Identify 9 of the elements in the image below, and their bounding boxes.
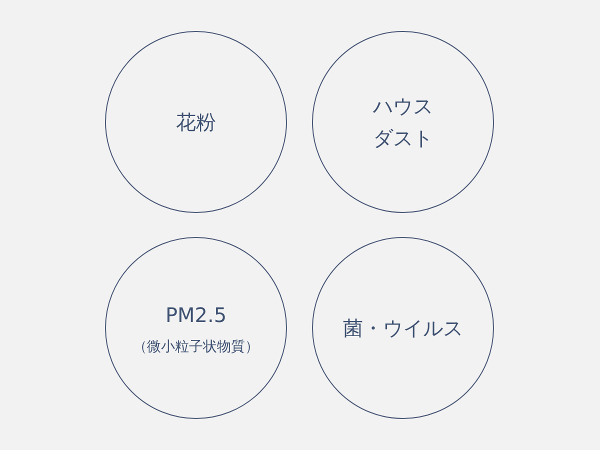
circle-subtitle: （微小粒子状物質） [133,338,259,356]
topic-circle [312,31,494,213]
circle-label: 花粉 [176,109,216,136]
circle-label: PM2.5 [165,302,227,328]
topic-circle [312,237,494,419]
circle-label: ハウスダスト [372,93,434,152]
topic-circle [105,31,287,213]
topic-circle [105,237,287,419]
circle-label: 菌・ウイルス [343,315,463,342]
